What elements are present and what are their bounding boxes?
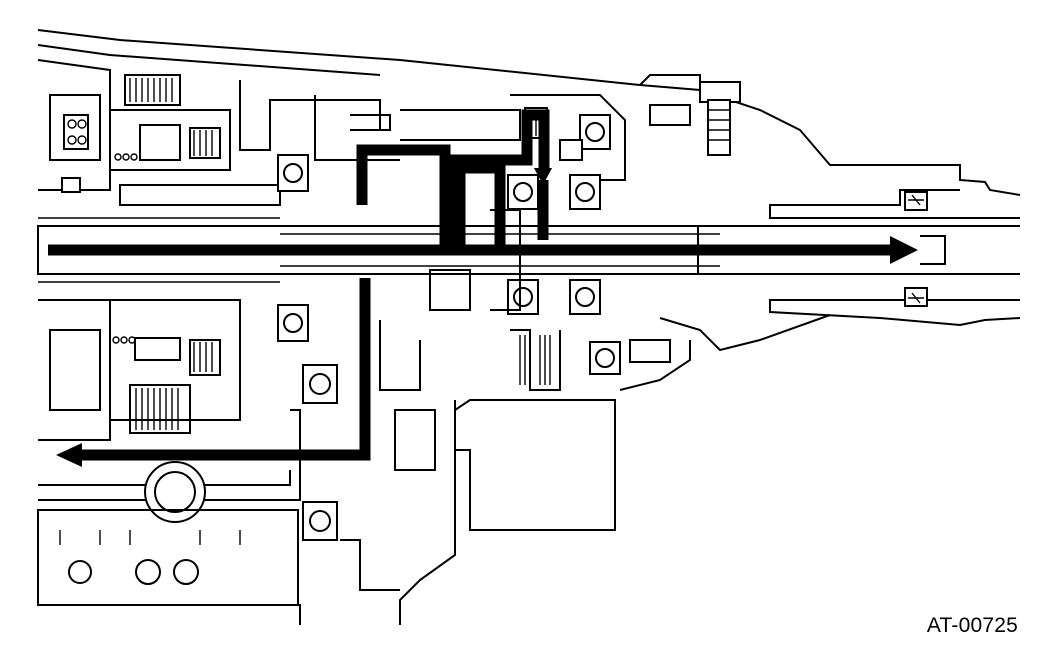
front-arrowhead-left — [56, 443, 82, 467]
power-flow-path — [48, 109, 918, 467]
bearings — [277, 114, 621, 541]
upper-clutch-pack — [37, 59, 281, 206]
lower-clutch-pack — [38, 299, 241, 523]
power-flow-lower-branch — [80, 278, 371, 461]
valve-body — [37, 509, 299, 606]
power-flow-upper-branch — [356, 144, 451, 250]
transfer-housing — [239, 80, 671, 591]
extension-seals — [904, 191, 928, 307]
flow-arrowhead-down — [534, 168, 552, 185]
figure-id-label: AT-00725 — [926, 614, 1018, 637]
output-arrowhead-right — [890, 236, 918, 264]
housing-bolt — [649, 81, 741, 156]
